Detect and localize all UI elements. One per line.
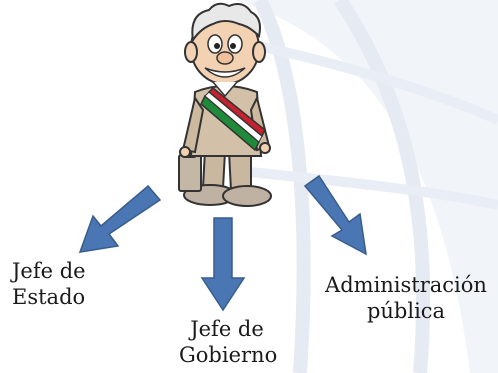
node-label-line: Jefe de xyxy=(12,259,86,283)
president-with-sash-illustration xyxy=(178,2,272,207)
arrow-to-administracion-publica xyxy=(303,174,367,256)
node-label-line: Estado xyxy=(12,285,86,309)
node-label-line: Gobierno xyxy=(179,343,278,367)
node-label-jefe-de-gobierno: Jefe de Gobierno xyxy=(179,316,278,368)
legs xyxy=(201,148,252,191)
presidential-sash xyxy=(200,86,266,152)
node-label-jefe-de-estado: Jefe de Estado xyxy=(12,258,86,310)
node-label-line: Jefe de xyxy=(190,317,264,341)
node-label-line: Administración xyxy=(325,273,487,297)
arrow-to-jefe-de-gobierno xyxy=(200,217,246,312)
arrow-to-jefe-de-estado xyxy=(78,184,162,253)
node-label-line: pública xyxy=(366,299,446,323)
node-label-administracion-publica: Administración pública xyxy=(313,272,498,324)
cartoon-head xyxy=(184,2,266,98)
